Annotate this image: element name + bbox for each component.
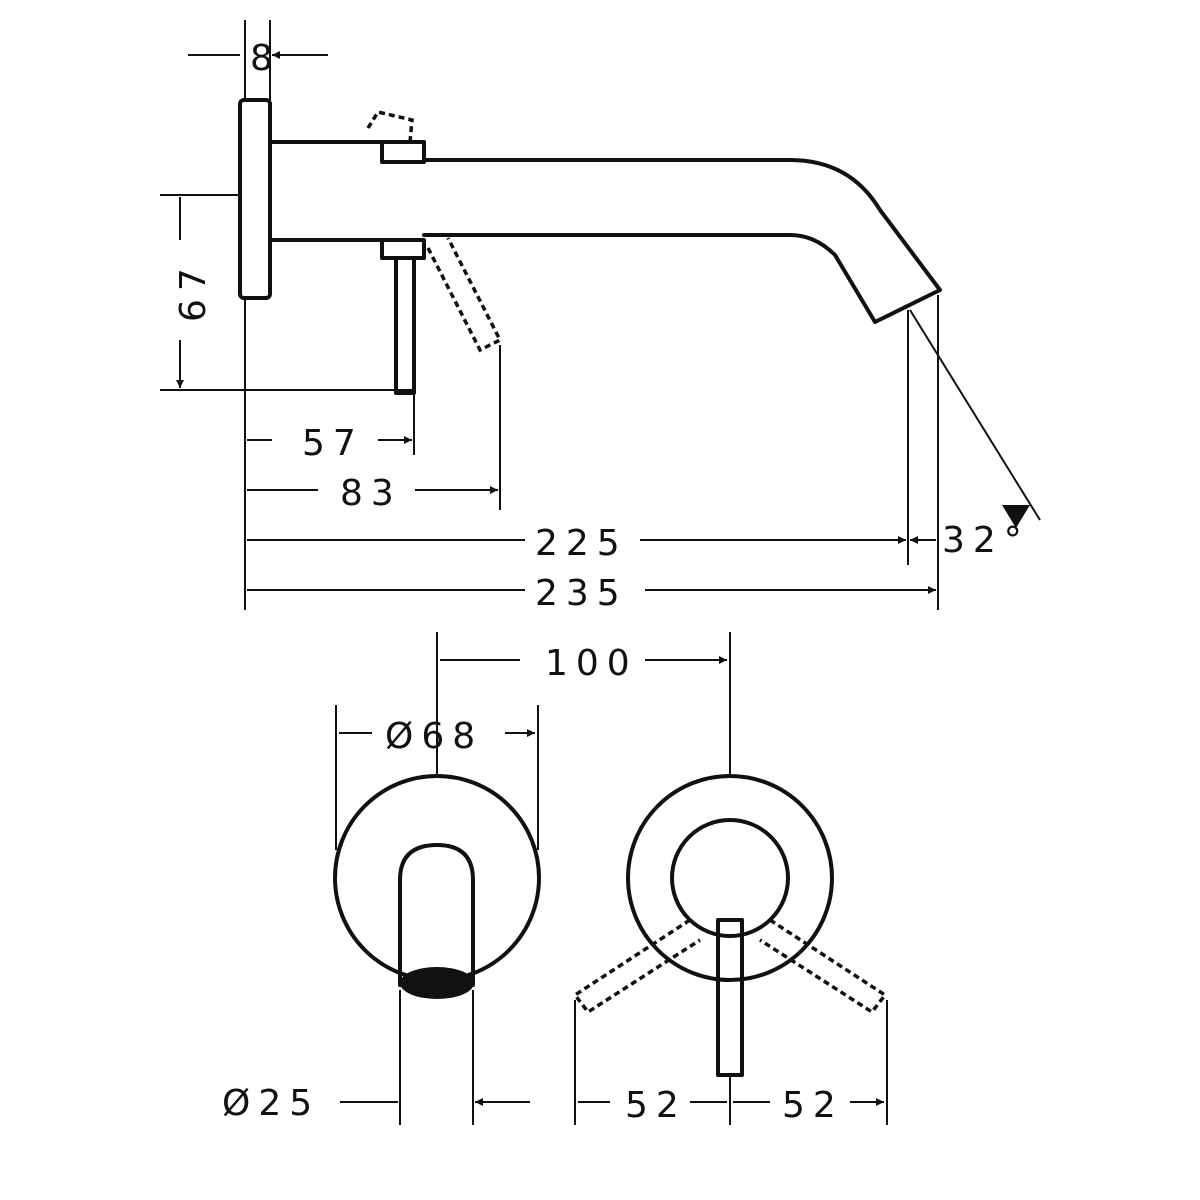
body-connector	[268, 140, 384, 242]
lever-block-bottom	[380, 238, 426, 260]
dim-lever-tilted-distance: 83	[340, 473, 402, 514]
dim-lever-distance: 57	[302, 423, 364, 464]
spout	[422, 158, 942, 324]
dim-spout-length: 225	[535, 523, 628, 564]
lever-block-top	[380, 140, 426, 164]
lever-dashed-top	[366, 110, 414, 143]
lever-handle	[394, 256, 416, 395]
spout-outlet	[400, 967, 474, 999]
dim-total-length: 235	[535, 573, 628, 614]
dim-spout-angle: 32°	[942, 520, 1030, 561]
mixer-knob	[670, 818, 790, 938]
lever-dashed-right	[759, 918, 888, 1015]
mixer-plate	[626, 774, 834, 982]
dim-spout-diameter: Ø25	[222, 1083, 320, 1124]
dim-lever-swing-left: 52	[625, 1085, 687, 1126]
dim-height: 67	[173, 260, 214, 322]
dim-plate-diameter: Ø68	[385, 716, 483, 757]
lever-dashed-left	[572, 918, 701, 1015]
dim-center-distance: 100	[545, 643, 638, 684]
spout-front	[398, 843, 475, 987]
dim-lever-swing-right: 52	[782, 1085, 844, 1126]
spout-plate	[333, 774, 541, 982]
front-view: 100 Ø68 Ø25 52 52	[222, 632, 887, 1126]
side-view: 8 67 57 83 225 32° 235	[160, 20, 1041, 614]
dim-plate-thickness: 8	[250, 38, 281, 79]
wall-plate	[238, 98, 272, 300]
lever-dashed-tilted	[426, 237, 503, 353]
mixer-lever	[716, 918, 744, 1077]
